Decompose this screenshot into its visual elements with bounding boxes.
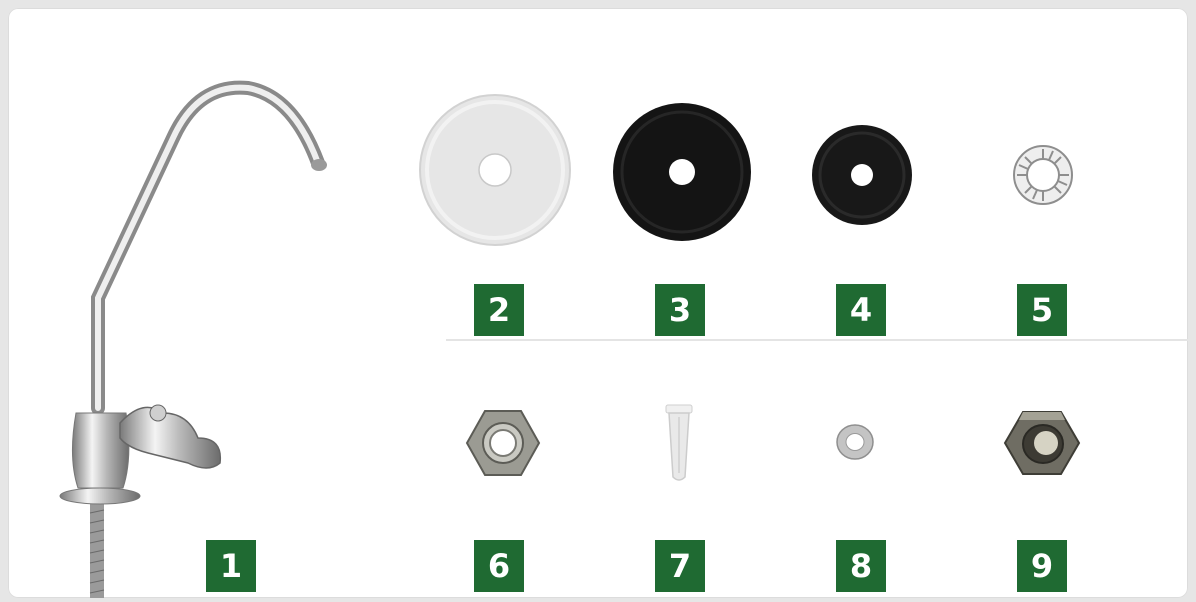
part-number-badge: 1 <box>206 540 256 592</box>
part-number-badge: 9 <box>1017 540 1067 592</box>
small-washer-icon <box>835 423 875 461</box>
parts-panel: 1 2 3 4 <box>8 8 1188 598</box>
part-number-badge: 2 <box>474 284 524 336</box>
plastic-anchor-icon <box>656 403 702 483</box>
part-number-badge: 8 <box>836 540 886 592</box>
large-black-washer-icon <box>611 101 753 243</box>
hex-nut-icon <box>465 408 541 478</box>
small-black-washer-icon <box>810 123 914 227</box>
section-divider <box>446 339 1188 341</box>
white-washer-icon <box>418 93 573 248</box>
part-number-badge: 4 <box>836 284 886 336</box>
lock-washer-icon <box>998 143 1088 207</box>
part-number-badge: 5 <box>1017 284 1067 336</box>
part-number-badge: 7 <box>655 540 705 592</box>
faucet-icon <box>48 68 348 598</box>
part-number-badge: 6 <box>474 540 524 592</box>
part-number-badge: 3 <box>655 284 705 336</box>
compression-nut-icon <box>1003 408 1081 478</box>
